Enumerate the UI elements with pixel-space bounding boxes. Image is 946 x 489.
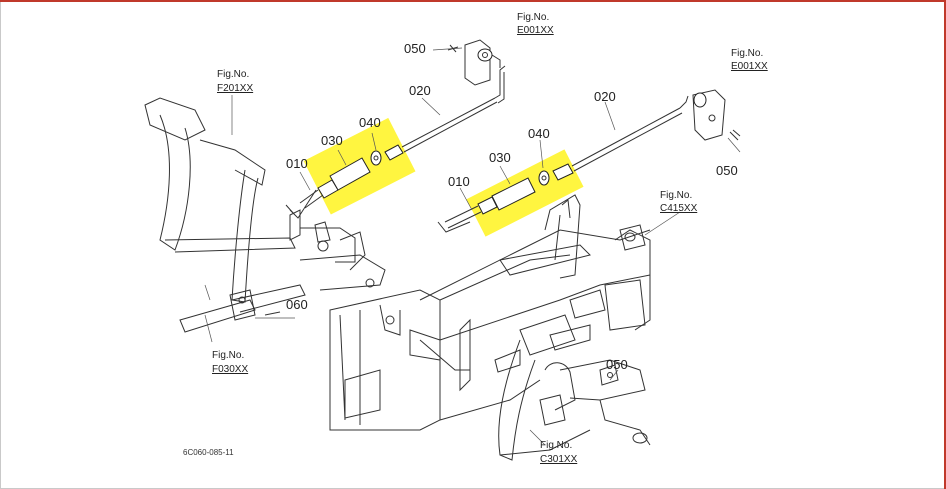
part-050-bottom[interactable]: 050 bbox=[606, 357, 628, 372]
label-fig-f201[interactable]: Fig.No. F201XX bbox=[217, 69, 253, 94]
label-fig-e001-top[interactable]: Fig.No. E001XX bbox=[517, 12, 554, 36]
left-rod-assembly bbox=[285, 65, 506, 219]
right-rod-assembly bbox=[437, 95, 689, 237]
pedal-assembly bbox=[144, 97, 386, 333]
svg-text:Fig.No.: Fig.No. bbox=[731, 48, 763, 59]
window-top-border bbox=[0, 0, 946, 2]
svg-text:Fig.No.: Fig.No. bbox=[540, 440, 572, 451]
part-010-left[interactable]: 010 bbox=[286, 156, 308, 171]
part-020-right[interactable]: 020 bbox=[594, 89, 616, 104]
part-020-left[interactable]: 020 bbox=[409, 83, 431, 98]
svg-text:Fig.No.: Fig.No. bbox=[660, 190, 692, 201]
part-050-right[interactable]: 050 bbox=[716, 163, 738, 178]
svg-text:Fig.No.: Fig.No. bbox=[517, 12, 549, 23]
label-fig-c415[interactable]: Fig.No. C415XX bbox=[660, 190, 698, 214]
svg-text:C301XX: C301XX bbox=[540, 454, 578, 465]
top-bracket bbox=[432, 39, 501, 86]
part-040-right[interactable]: 040 bbox=[528, 126, 550, 141]
chassis-frame bbox=[329, 194, 651, 461]
leader-lines bbox=[204, 95, 681, 446]
part-030-right[interactable]: 030 bbox=[489, 150, 511, 165]
svg-text:E001XX: E001XX bbox=[517, 25, 554, 36]
svg-text:C415XX: C415XX bbox=[660, 203, 698, 214]
svg-text:F030XX: F030XX bbox=[212, 364, 248, 375]
part-010-right[interactable]: 010 bbox=[448, 174, 470, 189]
part-030-left[interactable]: 030 bbox=[321, 133, 343, 148]
svg-text:F201XX: F201XX bbox=[217, 83, 253, 94]
label-fig-e001-right[interactable]: Fig.No. E001XX bbox=[731, 48, 768, 72]
part-060[interactable]: 060 bbox=[286, 297, 308, 312]
svg-text:Fig.No.: Fig.No. bbox=[212, 350, 244, 361]
svg-text:E001XX: E001XX bbox=[731, 61, 768, 72]
label-fig-f030[interactable]: Fig.No. F030XX bbox=[212, 350, 248, 375]
part-040-left[interactable]: 040 bbox=[359, 115, 381, 130]
window-right-border bbox=[944, 0, 946, 489]
label-fig-c301[interactable]: Fig.No. C301XX bbox=[540, 440, 578, 465]
part-050-top[interactable]: 050 bbox=[404, 41, 426, 56]
drawing-code: 6C060-085-11 bbox=[183, 448, 234, 457]
right-bracket bbox=[692, 89, 741, 153]
svg-text:Fig.No.: Fig.No. bbox=[217, 69, 249, 80]
